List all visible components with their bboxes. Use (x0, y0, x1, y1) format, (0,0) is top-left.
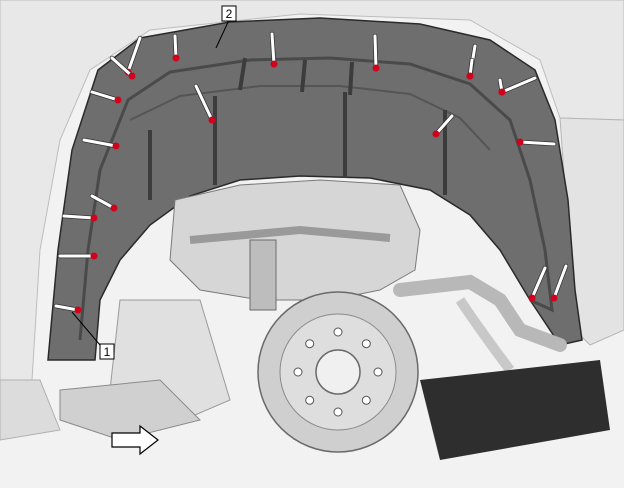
liner-rib (300, 59, 307, 93)
fastener-shaft (90, 90, 120, 102)
fastener-head (172, 54, 180, 62)
callout-1-label: 1 (104, 345, 111, 359)
fastener-shaft (434, 114, 454, 136)
hub-center-bore (315, 349, 361, 395)
push-pin-fastener (109, 55, 136, 80)
wheelhouse-liner (47, 17, 583, 361)
fastener-shaft (552, 264, 568, 300)
arrow-icon (111, 424, 159, 456)
push-pin-fastener (497, 77, 506, 96)
lug-hole (333, 327, 343, 337)
fastener-head (114, 96, 122, 104)
push-pin-fastener (516, 138, 557, 147)
shock-absorber (249, 239, 277, 311)
lug-hole (373, 367, 383, 377)
fastener-head (112, 142, 120, 150)
liner-crown (129, 85, 491, 151)
fastener-head (74, 306, 82, 314)
fastener-shaft (173, 34, 178, 60)
lug-hole (333, 407, 343, 417)
brake-rotor (257, 291, 419, 453)
fastener-head (498, 88, 506, 96)
fastener-shaft (500, 76, 537, 94)
fastener-shaft (110, 56, 134, 78)
push-pin-fastener (269, 31, 278, 68)
lug-hole (361, 339, 371, 349)
push-pin-fastener (550, 263, 569, 302)
callout-1-group: 1 (71, 311, 115, 360)
push-pin-fastener (89, 193, 118, 212)
fastener-head (516, 138, 524, 146)
push-pin-fastener (172, 33, 180, 62)
liner-rib (348, 61, 354, 96)
push-pin-fastener (432, 113, 455, 138)
fastener-shaft (270, 32, 276, 66)
push-pin-fastener (466, 57, 475, 80)
push-pin-fasteners (53, 31, 569, 314)
fastener-shaft (90, 194, 116, 210)
callout-2-leader (215, 19, 230, 49)
fastener-head (128, 72, 136, 80)
callout-2-label: 2 (226, 7, 233, 21)
push-pin-fastener (53, 303, 82, 314)
fastener-shaft (126, 36, 142, 74)
fastener-shaft (54, 304, 80, 312)
callout-2-box (221, 5, 237, 22)
fastener-head (90, 214, 98, 222)
liner-rib (238, 57, 247, 91)
callout-2-group: 2 (215, 5, 237, 49)
front-of-vehicle-arrow (111, 424, 159, 456)
push-pin-fastener (89, 89, 122, 104)
fastener-head (270, 60, 278, 68)
brake-line (455, 297, 515, 373)
fastener-head (372, 64, 380, 72)
control-arm (189, 225, 391, 244)
fastener-shaft (82, 138, 118, 148)
lug-hole (305, 339, 315, 349)
axle-tube (393, 274, 567, 352)
lower-panel (0, 379, 61, 441)
suspension-assembly (59, 179, 610, 460)
underbody-shadow (420, 360, 610, 460)
fastener-shaft (518, 140, 556, 146)
lug-hole (361, 395, 371, 405)
liner-outer (47, 17, 583, 361)
push-pin-fastener (57, 252, 98, 260)
push-pin-fastener (61, 213, 98, 222)
fastener-head (528, 294, 536, 302)
callout-1-leader (71, 311, 101, 346)
liner-inner-lip (78, 56, 554, 341)
push-pin-fastener (81, 137, 120, 150)
fastener-head (432, 130, 440, 138)
lower-bracket (59, 379, 201, 441)
fastener-shaft (530, 266, 547, 300)
push-pin-fastener (528, 265, 548, 302)
frame-rail (169, 179, 421, 301)
lug-holes (293, 327, 383, 417)
lug-hole (305, 395, 315, 405)
lug-hole (293, 367, 303, 377)
fastener-shaft (194, 84, 214, 122)
push-pin-fastener (372, 33, 380, 72)
fastener-head (110, 204, 118, 212)
fastener-shaft (62, 214, 96, 220)
fastener-head (466, 72, 474, 80)
callout-1-box (99, 343, 115, 360)
fastener-head (550, 294, 558, 302)
fastener-shaft (373, 34, 378, 70)
push-pin-fastener (193, 83, 216, 124)
fastener-head (208, 116, 216, 124)
fastener-head (90, 252, 98, 260)
